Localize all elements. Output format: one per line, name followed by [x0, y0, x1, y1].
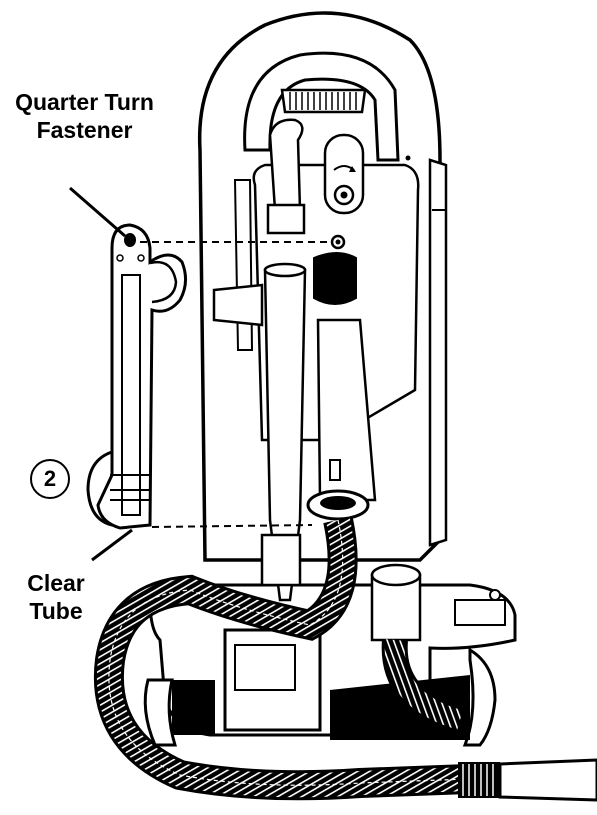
tube-leader: [91, 528, 133, 562]
clear-tube: [86, 223, 187, 530]
clear-tube-label: Clear Tube: [4, 569, 108, 625]
quarter-turn-label-line1: Quarter Turn: [15, 89, 154, 115]
hose-wand: [498, 758, 597, 802]
step-number-badge: 2: [30, 459, 70, 499]
vent-grille: [280, 88, 367, 114]
left-wheel: [143, 678, 178, 747]
right-wheel: [462, 647, 497, 747]
release-button: [313, 252, 357, 305]
quarter-turn-label-line2: Fastener: [36, 117, 133, 143]
quarter-turn-fastener-label: Quarter Turn Fastener: [2, 88, 167, 144]
fastener-leader: [69, 186, 126, 238]
hose: [93, 516, 597, 802]
clear-tube-label-line2: Tube: [29, 598, 83, 624]
clear-tube-label-line1: Clear: [27, 570, 85, 596]
vacuum-body: [197, 11, 448, 642]
alignment-lines: [140, 241, 330, 528]
